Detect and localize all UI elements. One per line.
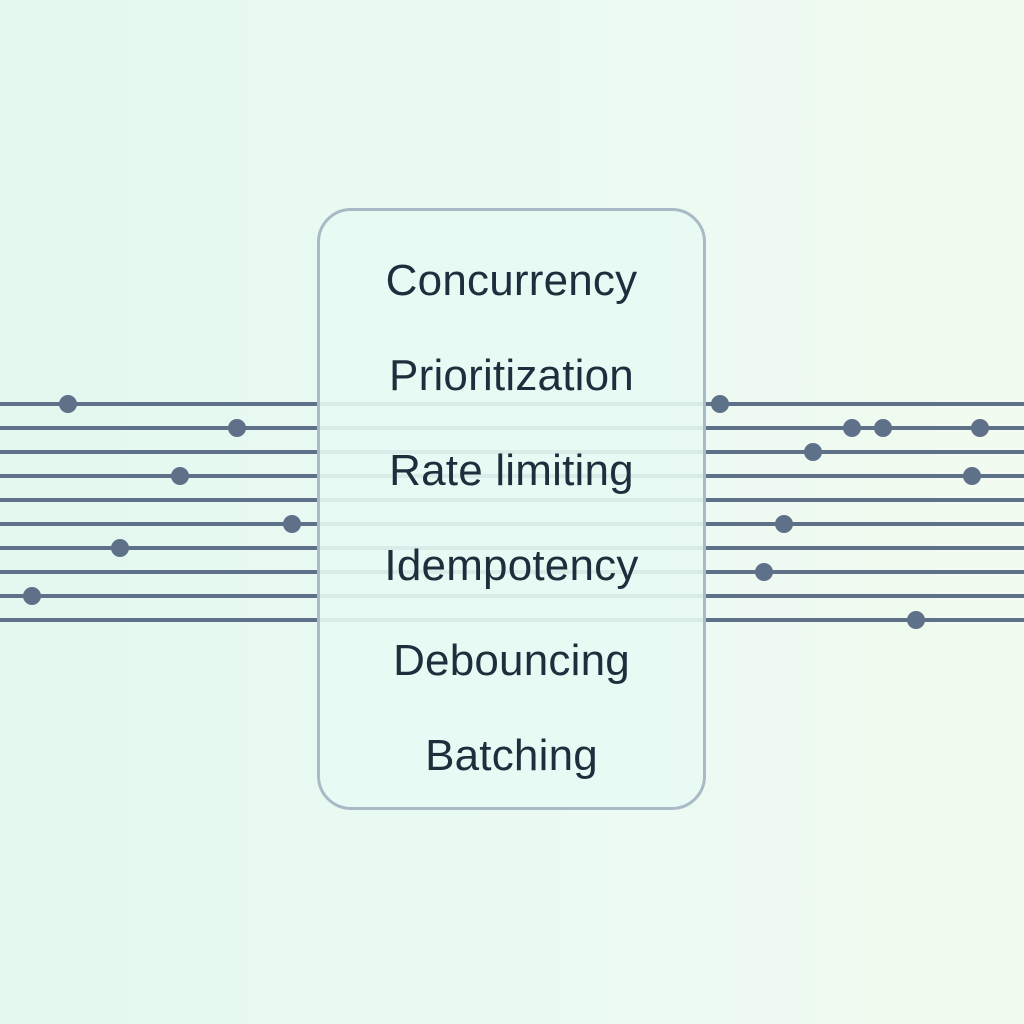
flow-dot (843, 419, 861, 437)
concept-label-rate-limiting: Rate limiting (389, 445, 634, 495)
flow-dot (59, 395, 77, 413)
flow-dot (874, 419, 892, 437)
flow-dot (111, 539, 129, 557)
concept-label-idempotency: Idempotency (384, 540, 639, 590)
flow-dot (228, 419, 246, 437)
flow-dot (711, 395, 729, 413)
concept-row: Debouncing (320, 613, 703, 708)
flow-dot (804, 443, 822, 461)
concept-row: Idempotency (320, 518, 703, 613)
concept-row: Concurrency (320, 233, 703, 328)
flow-dot (283, 515, 301, 533)
flow-dot (963, 467, 981, 485)
flow-dot (755, 563, 773, 581)
concept-row: Rate limiting (320, 423, 703, 518)
flow-dot (775, 515, 793, 533)
concept-label-debouncing: Debouncing (393, 635, 630, 685)
concept-row: Prioritization (320, 328, 703, 423)
concept-label-batching: Batching (425, 730, 598, 780)
flow-dot (971, 419, 989, 437)
flow-dot (23, 587, 41, 605)
flow-dot (907, 611, 925, 629)
concept-label-concurrency: Concurrency (385, 255, 638, 305)
concepts-card: Concurrency Prioritization Rate limiting… (317, 208, 706, 810)
concept-label-prioritization: Prioritization (389, 350, 634, 400)
concept-row: Batching (320, 708, 703, 803)
flow-dot (171, 467, 189, 485)
